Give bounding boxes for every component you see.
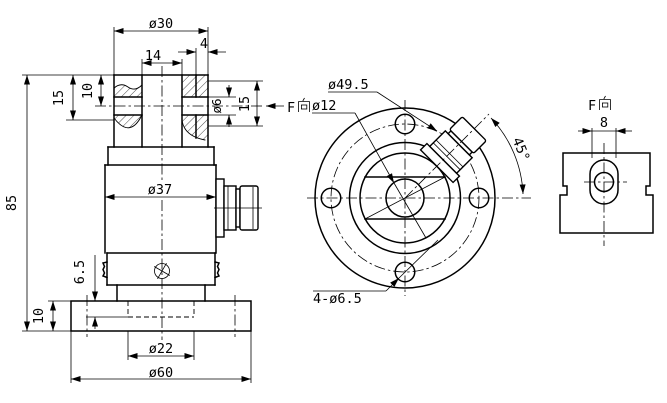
centerlines-top — [307, 100, 531, 296]
dim-label-recess-diameter: ø22 — [149, 341, 173, 357]
dim-label-total-height: 85 — [4, 195, 20, 211]
dim-label-angle: 45° — [509, 135, 533, 164]
section-hatch-right-lower — [182, 115, 208, 140]
view-direction-label-front: F — [287, 97, 310, 116]
front-view: ø30 4 14 15 10 ø6 15 85 ø37 6.5 10 ø22 ø… — [4, 16, 310, 383]
clevis-outline — [113, 74, 209, 148]
dimension-lines-front — [24, 28, 284, 382]
dim-label-hole-diameter: ø6 — [209, 98, 224, 113]
xiang-character-icon — [298, 97, 310, 113]
top-view: 45° ø49.5 ø12 4-ø6.5 — [307, 77, 533, 307]
section-hatch-right-upper — [182, 75, 208, 97]
angle-dimension-arc — [490, 117, 526, 195]
dim-label-tab-height: 15 — [237, 96, 253, 112]
dim-label-recess-depth: 6.5 — [72, 260, 88, 284]
side-view-f: 8 F — [559, 95, 654, 246]
f-letter-side: F — [588, 98, 596, 114]
dim-label-clevis-height: 15 — [51, 90, 67, 106]
leader-mounting-holes: 4-ø6.5 — [313, 239, 439, 307]
dim-label-slot-width: 14 — [145, 48, 161, 64]
dim-label-flange-thickness: 10 — [31, 308, 47, 324]
dim-label-center-hole: ø12 — [312, 98, 336, 114]
dim-label-body-diameter: ø37 — [148, 182, 172, 198]
side-view-outline — [559, 152, 654, 234]
hidden-recess-lines — [127, 301, 195, 318]
xiang-character-icon-side — [599, 95, 611, 111]
section-hatch-left-upper — [114, 84, 142, 97]
dim-label-tab-width: 8 — [600, 115, 608, 131]
f-letter: F — [287, 100, 295, 116]
centerlines-side — [584, 143, 627, 246]
leader-center-hole: ø12 — [312, 98, 427, 239]
dim-label-mounting-holes: 4-ø6.5 — [313, 291, 362, 307]
dim-label-top-diameter: ø30 — [149, 16, 173, 32]
dim-label-tab-thickness: 4 — [200, 36, 208, 52]
leader-bolt-circle: ø49.5 — [328, 77, 438, 132]
dim-label-bolt-circle: ø49.5 — [328, 77, 369, 93]
view-direction-label-side: F — [588, 95, 611, 114]
connector-plug — [214, 178, 262, 238]
centerlines-front — [86, 66, 262, 340]
dim-label-hole-offset: 10 — [80, 83, 96, 99]
sensor-body-outline — [70, 146, 252, 332]
dim-label-flange-diameter: ø60 — [149, 365, 173, 381]
